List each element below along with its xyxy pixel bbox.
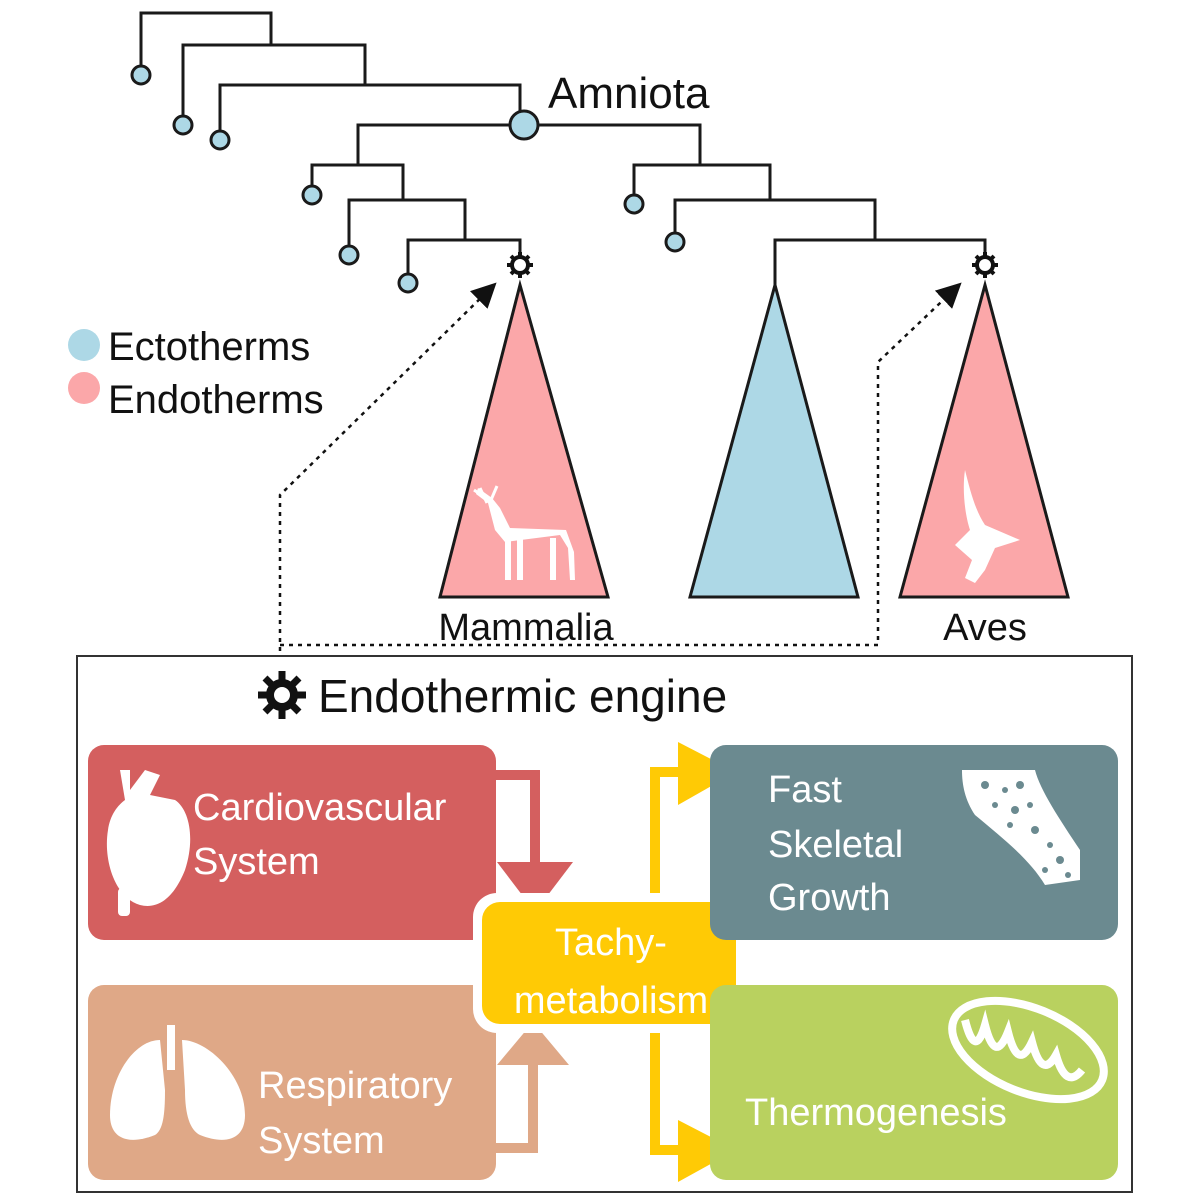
legend-swatch-ectotherms	[68, 329, 100, 361]
tachymetabolism-box: Tachy- metabolism	[473, 893, 745, 1033]
thermogenesis-box: Thermogenesis	[710, 985, 1118, 1180]
output-arrows	[650, 742, 736, 1182]
amniota-label: Amniota	[548, 69, 710, 118]
aves-label: Aves	[943, 607, 1027, 649]
skeletal-growth-box: Fast Skeletal Growth	[710, 745, 1118, 940]
aves-clade-triangle	[898, 279, 1070, 599]
mammalia-clade-triangle	[438, 279, 610, 599]
arrow-from-respiratory	[497, 1022, 569, 1065]
gear-icon	[972, 252, 998, 278]
respiratory-box: Respiratory System	[88, 985, 496, 1180]
mitochondrion-icon	[948, 996, 1108, 1104]
ectotherm-node	[664, 231, 686, 253]
bone-icon	[962, 770, 1080, 885]
tachymetabolism-label-line2: metabolism	[514, 980, 708, 1022]
amniota-root-node	[508, 109, 540, 141]
ectotherm-nodes	[130, 64, 686, 294]
legend: Ectotherms Endotherms	[68, 325, 324, 422]
arrow-from-cardio	[497, 862, 573, 912]
skeletal-label-line3: Growth	[768, 877, 890, 919]
cardiovascular-box: Cardiovascular System	[88, 745, 496, 940]
tachymetabolism-label-line1: Tachy-	[555, 922, 667, 964]
input-arrows	[495, 770, 573, 1153]
tree-branch	[406, 238, 522, 280]
ectotherm-node	[301, 184, 323, 206]
cardiovascular-label-line2: System	[193, 841, 320, 883]
skeletal-label-line2: Skeletal	[768, 824, 903, 866]
ectotherm-node	[130, 64, 152, 86]
arrow-to-thermogenesis	[678, 1120, 736, 1182]
lungs-icon	[110, 1025, 245, 1140]
tree-branch	[218, 83, 522, 140]
gear-icon	[507, 252, 533, 278]
ectotherm-node	[172, 114, 194, 136]
thermogenesis-label: Thermogenesis	[745, 1092, 1007, 1134]
heart-icon	[106, 770, 191, 916]
engine-to-aves-connector	[280, 282, 962, 647]
tree-branch	[673, 198, 877, 240]
tree-branch	[181, 43, 367, 125]
legend-label-ectotherms: Ectotherms	[108, 325, 310, 369]
tree-branch	[347, 198, 467, 255]
tree-branch	[139, 11, 273, 75]
skeletal-label-line1: Fast	[768, 769, 842, 811]
tree-branch	[773, 238, 987, 290]
deer-icon	[473, 485, 575, 580]
engine-gear-icon	[258, 671, 306, 719]
respiratory-label-line2: System	[258, 1120, 385, 1162]
arrow-to-skeletal	[678, 742, 736, 805]
engine-to-mammalia-connector	[278, 282, 497, 660]
legend-label-endotherms: Endotherms	[108, 378, 324, 422]
tree-branch	[310, 163, 405, 200]
ectotherm-node	[623, 193, 645, 215]
respiratory-label-line1: Respiratory	[258, 1065, 452, 1107]
mammalia-label: Mammalia	[438, 607, 614, 649]
cardiovascular-label-line1: Cardiovascular	[193, 787, 447, 829]
ectotherm-node	[209, 129, 231, 151]
legend-swatch-endotherms	[68, 372, 100, 404]
tree-branch	[632, 163, 772, 200]
phylogenetic-tree	[139, 11, 987, 290]
eagle-icon	[955, 470, 1020, 583]
ectotherm-node	[397, 272, 419, 294]
engine-title: Endothermic engine	[318, 670, 727, 722]
reptile-clade-triangle	[688, 279, 860, 599]
ectotherm-node	[338, 244, 360, 266]
